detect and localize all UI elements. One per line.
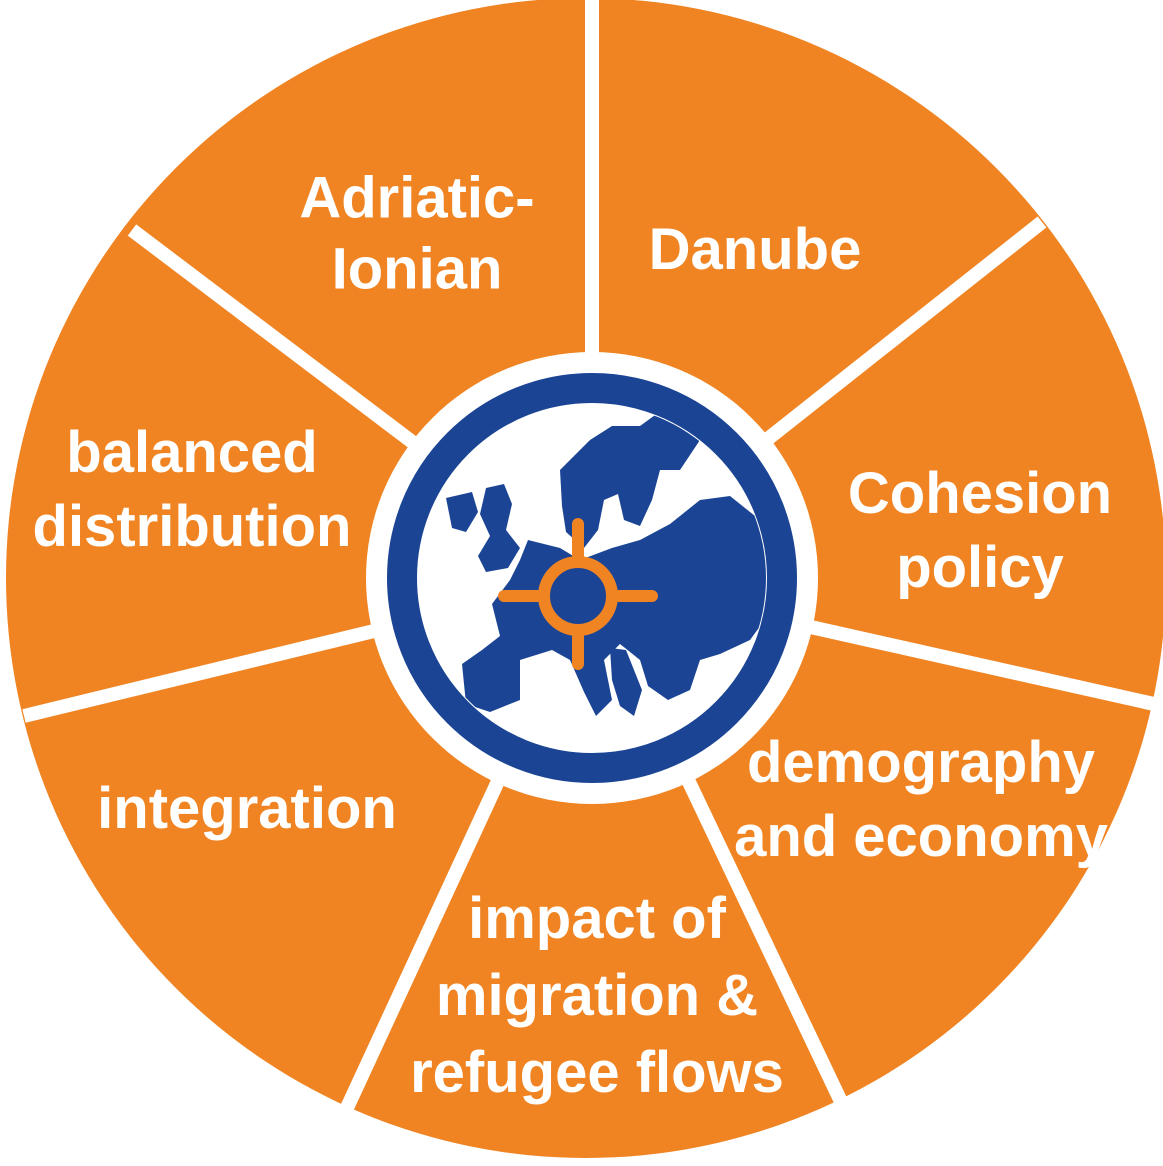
segment-label-danube: Danube: [649, 217, 862, 282]
segment-label-impact-migration: impact of migration & refugee flows: [410, 886, 784, 1105]
segment-label-line: refugee flows: [410, 1040, 784, 1105]
map-italy: [610, 648, 642, 716]
segment-label-line: Adriatic-: [299, 166, 534, 231]
europe-map-target-icon: [446, 410, 766, 716]
map-british-isles: [446, 492, 478, 532]
segment-label-line: migration &: [436, 963, 758, 1028]
segment-label-line: impact of: [468, 886, 726, 951]
map-mainland: [462, 496, 766, 716]
segment-label-line: Cohesion: [848, 461, 1112, 526]
segment-label-line: integration: [97, 776, 397, 841]
target-crosshair-icon: [498, 518, 658, 670]
segment-label-line: policy: [896, 535, 1064, 600]
segment-label-demography-economy: demography and economy: [734, 730, 1108, 869]
segment-label-line: balanced: [66, 420, 317, 485]
map-great-britain: [478, 484, 520, 572]
segment-label-line: Danube: [649, 217, 862, 282]
segment-label-adriatic-ionian: Adriatic-Ionian: [299, 166, 534, 302]
segment-label-line: Ionian: [332, 237, 503, 302]
segment-label-line: demography: [747, 730, 1095, 795]
segment-label-line: and economy: [734, 804, 1108, 869]
segment-label-balanced-distribution: balanced distribution: [33, 420, 352, 559]
target-center-dot: [560, 578, 596, 614]
segment-dividers: [22, 0, 1163, 1114]
segment-label-integration: integration: [97, 776, 397, 841]
segment-label-line: distribution: [33, 494, 352, 559]
segment-label-cohesion-policy: Cohesion policy: [848, 461, 1112, 600]
map-scandinavia: [560, 410, 700, 548]
